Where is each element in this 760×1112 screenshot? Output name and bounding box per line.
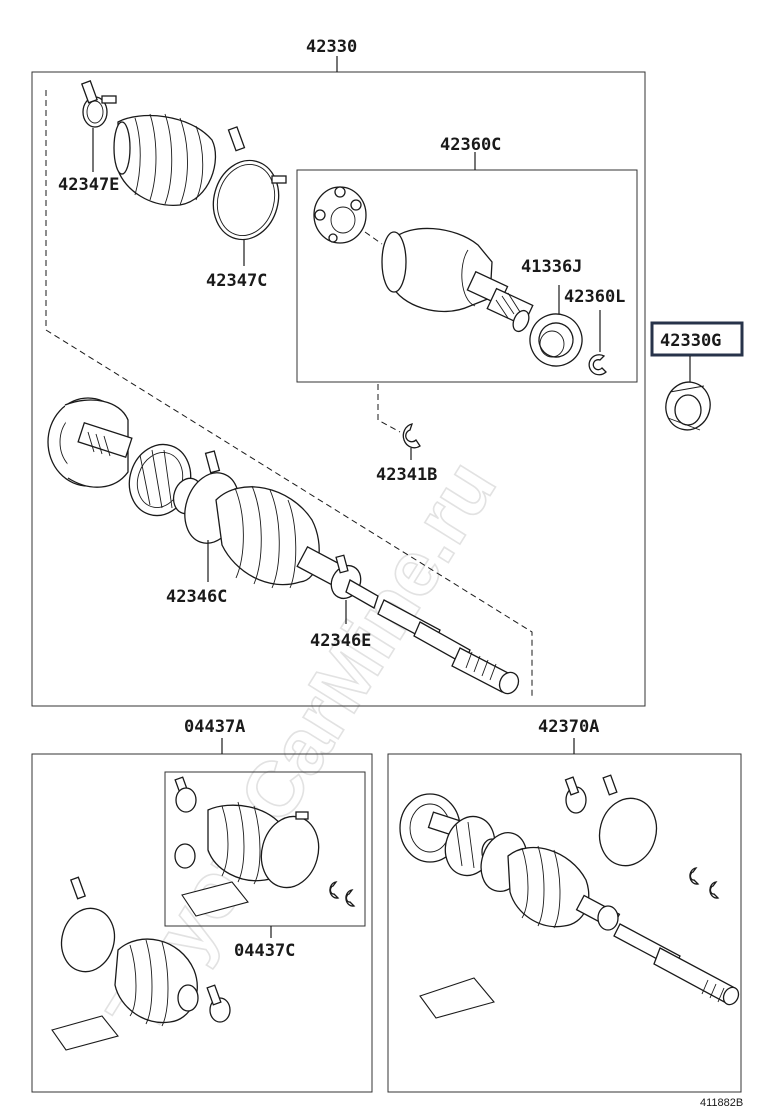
drive-shaft-assembly [47,397,520,695]
inboard-joint-housing [381,227,534,333]
label-41336j[interactable]: 41336J [521,257,582,277]
label-42360c[interactable]: 42360C [440,135,501,155]
label-42360l[interactable]: 42360L [564,287,625,307]
tripod-joint [313,186,367,244]
label-04437c[interactable]: 04437C [234,941,295,961]
kit-04437c-frame [164,771,366,927]
assembly-42360c-frame [296,169,638,383]
diagram-code: 411882B [700,1097,743,1109]
label-42347c[interactable]: 42347C [206,271,267,291]
kit-04437a-frame [31,753,373,1093]
assembly-42370a-frame [387,753,742,1093]
label-42347e[interactable]: 42347E [58,175,119,195]
label-42330g[interactable]: 42330G [660,331,721,351]
label-42341b[interactable]: 42341B [376,465,437,485]
label-04437a[interactable]: 04437A [184,717,245,737]
kit-04437c-parts [174,776,356,917]
outboard-joint-assembly [399,774,740,1019]
kit-04437a-parts [51,876,231,1051]
label-42346e[interactable]: 42346E [310,631,371,651]
snap-ring-42341b [402,423,421,449]
snap-ring-42360l [588,354,607,376]
label-42330[interactable]: 42330 [306,37,357,57]
clamp-42347c [212,126,287,241]
oil-seal-41336j [529,313,583,367]
label-42370a[interactable]: 42370A [538,717,599,737]
assembly-42330-frame [31,71,646,707]
label-42346c[interactable]: 42346C [166,587,227,607]
bearing-42330g [665,381,711,431]
exploded-boundary [45,90,533,698]
outboard-boot [113,113,217,206]
clamp-42347e [80,80,117,128]
highlight-box-42330g [650,321,744,357]
